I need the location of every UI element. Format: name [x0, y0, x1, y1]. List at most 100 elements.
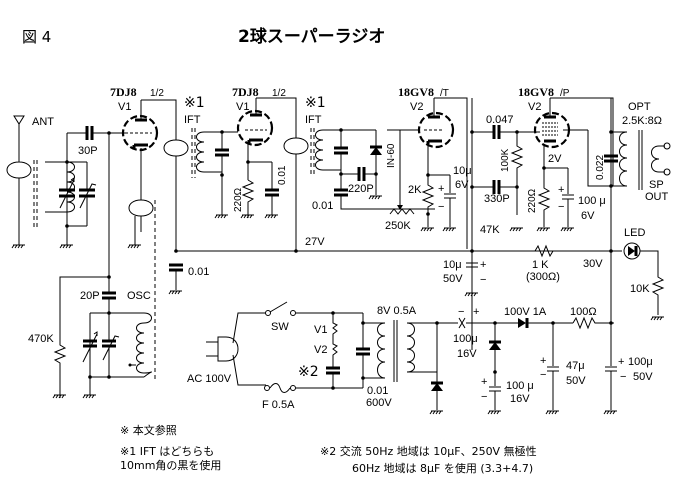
ift2-mark: ※1 — [305, 95, 326, 111]
svg-text:2.5K:8Ω: 2.5K:8Ω — [622, 115, 662, 127]
svg-text:1/2: 1/2 — [150, 88, 164, 99]
svg-text:+: + — [558, 184, 564, 196]
cap-30p-label: 30P — [78, 145, 98, 157]
svg-text:100 μ: 100 μ — [578, 195, 606, 207]
interstage: 0.047 330P 100K — [470, 98, 540, 350]
switch-label: SW — [271, 321, 289, 333]
svg-text:OPT: OPT — [628, 101, 651, 113]
svg-text:IFT: IFT — [184, 114, 201, 126]
svg-text:220P: 220P — [348, 183, 374, 195]
svg-text:0.01: 0.01 — [312, 200, 333, 212]
svg-text:2V: 2V — [548, 153, 562, 165]
figure-label: 図 4 — [22, 28, 51, 46]
svg-text:/T: /T — [440, 88, 449, 99]
svg-text:10K: 10K — [630, 283, 650, 295]
svg-text:OSC: OSC — [127, 290, 151, 302]
svg-text:−: − — [438, 201, 444, 213]
svg-text:50V: 50V — [443, 273, 463, 285]
svg-text:1/2: 1/2 — [272, 88, 286, 99]
svg-text:16V: 16V — [457, 348, 477, 360]
svg-text:V2: V2 — [410, 101, 423, 113]
tube-v1a: 7DJ8 1/2 V1 — [110, 85, 177, 249]
svg-text:/P: /P — [560, 88, 570, 99]
note-2-line2: 60Hz 地域は 8μF を使用 (3.3+4.7) — [352, 462, 533, 475]
svg-text:1 K: 1 K — [532, 259, 549, 271]
svg-text:V1: V1 — [118, 101, 131, 113]
svg-text:+: + — [480, 259, 486, 271]
tube-v1b: 7DJ8 1/2 V1 220Ω 0.01 — [232, 85, 297, 219]
svg-text:0.01: 0.01 — [367, 385, 388, 397]
notes: ※ 本文参照 ※1 IFT はどちらも 10mm角の黒を使用 ※2 交流 50H… — [120, 423, 537, 475]
svg-text:100μ: 100μ — [628, 356, 653, 368]
svg-text:0.047: 0.047 — [486, 114, 514, 126]
antenna-icon — [13, 115, 25, 150]
power-supply: AC 100V SW F 0.5A V1 V2 ※2 0.01 600V — [187, 301, 653, 415]
svg-text:−: − — [458, 306, 464, 318]
svg-text:47μ: 47μ — [566, 360, 585, 372]
svg-text:V2: V2 — [528, 101, 541, 113]
svg-text:+: + — [473, 306, 479, 318]
svg-text:16V: 16V — [510, 393, 530, 405]
svg-text:6V: 6V — [455, 179, 469, 191]
svg-text:2K: 2K — [408, 184, 422, 196]
note-ref: ※ 本文参照 — [120, 423, 177, 437]
svg-text:+: + — [438, 183, 444, 195]
ift1-mark: ※1 — [184, 95, 205, 111]
svg-text:6V: 6V — [581, 210, 595, 222]
ift2-detector: 0.01 220P IN-60 250K — [283, 128, 435, 251]
svg-text:100Ω: 100Ω — [570, 306, 597, 318]
svg-text:0.022: 0.022 — [595, 155, 606, 180]
svg-text:27V: 27V — [305, 236, 325, 248]
svg-text:220Ω: 220Ω — [233, 187, 244, 212]
svg-text:0.01: 0.01 — [277, 165, 288, 185]
tube-v2p-type: 18GV8 — [518, 85, 554, 99]
svg-text:100μ: 100μ — [453, 333, 478, 345]
svg-text:10μ: 10μ — [453, 165, 472, 177]
antenna-label: ANT — [32, 116, 54, 128]
svg-text:OUT: OUT — [645, 191, 669, 203]
fuse-label: F 0.5A — [262, 399, 295, 411]
svg-text:50V: 50V — [566, 375, 586, 387]
note-1-line1: ※1 IFT はどちらも — [120, 445, 214, 458]
page-title: 2球スーパーラジオ — [238, 27, 385, 47]
svg-text:20P: 20P — [80, 290, 100, 302]
svg-text:−: − — [620, 371, 626, 383]
svg-text:100 μ: 100 μ — [506, 380, 534, 392]
svg-text:+: + — [540, 355, 546, 367]
antenna-section: ANT 30P — [6, 115, 124, 249]
tube-v2-triode: 18GV8 /T V2 2K + − 10μ 6V — [398, 85, 472, 249]
svg-text:+: + — [481, 376, 487, 388]
svg-text:330P: 330P — [484, 193, 510, 205]
tube-v2t-type: 18GV8 — [398, 85, 434, 99]
svg-text:250K: 250K — [385, 220, 411, 232]
svg-text:470K: 470K — [28, 333, 54, 345]
ac-label: AC 100V — [187, 373, 232, 385]
svg-text:SP: SP — [649, 179, 664, 191]
ift1 — [163, 128, 238, 251]
svg-text:10μ: 10μ — [443, 259, 462, 271]
svg-text:47K: 47K — [480, 224, 500, 236]
svg-text:V1: V1 — [314, 324, 327, 336]
note-2-line1: ※2 交流 50Hz 地域は 10μF、250V 無極性 — [320, 444, 537, 458]
svg-text:LED: LED — [624, 227, 645, 239]
b-plus-line: 27V 47K 0.01 10μ 50V + − 1 K (300Ω) 30V … — [168, 224, 665, 321]
svg-text:220Ω: 220Ω — [527, 188, 538, 213]
svg-text:100V 1A: 100V 1A — [504, 306, 547, 318]
svg-text:IFT: IFT — [305, 114, 322, 126]
svg-text:+: + — [618, 356, 624, 368]
svg-text:−: − — [480, 274, 486, 286]
oscillator: 470K 20P OSC — [28, 133, 156, 399]
svg-text:−: − — [481, 391, 487, 403]
svg-text:IN-60: IN-60 — [386, 143, 397, 168]
output-transformer: OPT 2.5K:8Ω 0.022 SP OUT — [595, 98, 671, 350]
svg-text:※2: ※2 — [298, 364, 319, 380]
svg-text:V1: V1 — [236, 101, 249, 113]
svg-text:0.01: 0.01 — [188, 266, 209, 278]
svg-text:(300Ω): (300Ω) — [526, 271, 560, 283]
note-1-line2: 10mm角の黒を使用 — [120, 459, 221, 472]
svg-text:30V: 30V — [583, 258, 603, 270]
svg-text:50V: 50V — [633, 371, 653, 383]
svg-text:−: − — [540, 369, 546, 381]
svg-text:600V: 600V — [366, 397, 392, 409]
